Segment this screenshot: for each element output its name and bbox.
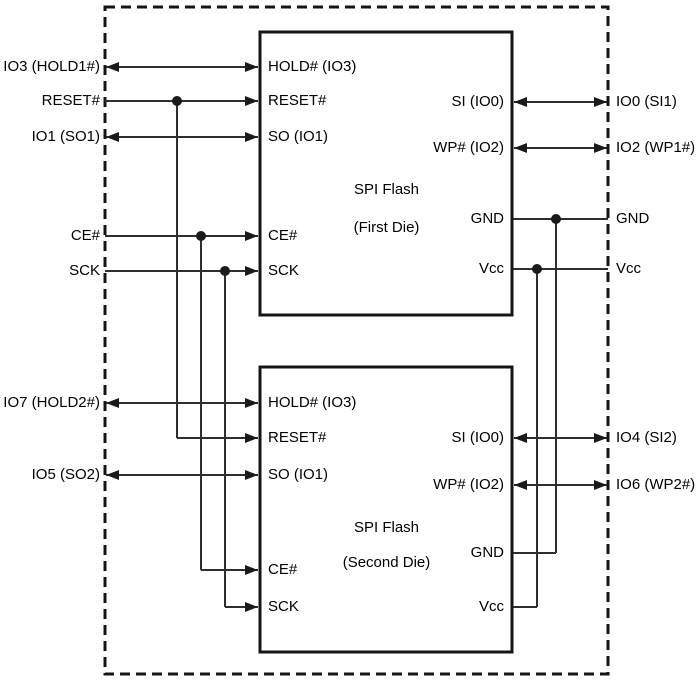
- ext-signal-io7-hold2: IO7 (HOLD2#): [3, 394, 100, 411]
- ext-signal-io5-so2: IO5 (SO2): [31, 466, 100, 483]
- die2-pin-gnd: GND: [470, 544, 504, 561]
- die1-pin-hold: HOLD# (IO3): [268, 58, 357, 75]
- wire-reset: [105, 100, 258, 439]
- die2-pin-vcc: Vcc: [478, 598, 504, 615]
- die1-pin-vcc: Vcc: [478, 260, 504, 277]
- die2-box: [258, 365, 514, 654]
- die1-pin-reset: RESET#: [268, 92, 327, 109]
- ext-signal-vcc: Vcc: [616, 260, 642, 277]
- ext-signal-io3-hold1: IO3 (HOLD1#): [3, 58, 100, 75]
- die1-pin-gnd: GND: [470, 210, 504, 227]
- die2-name: SPI Flash: [353, 519, 420, 536]
- die2-pin-reset: RESET#: [268, 429, 327, 446]
- ext-signal-reset: RESET#: [41, 92, 100, 109]
- die1-pin-so: SO (IO1): [268, 128, 329, 145]
- ext-signal-io0-si1: IO0 (SI1): [616, 93, 677, 110]
- die1-name: SPI Flash: [353, 181, 420, 198]
- ext-signal-sck: SCK: [69, 262, 100, 279]
- die2-pin-wp: WP# (IO2): [433, 476, 504, 493]
- ext-signal-ce: CE#: [70, 227, 100, 244]
- package-boundary-dashed-border: [103, 5, 610, 676]
- die1-subtitle: (First Die): [353, 219, 420, 236]
- ext-signal-io4-si2: IO4 (SI2): [616, 429, 677, 446]
- die2-subtitle: (Second Die): [342, 554, 431, 571]
- ext-signal-gnd: GND: [616, 210, 650, 227]
- die2-pin-si: SI (IO0): [451, 429, 504, 446]
- ext-signal-io6-wp2: IO6 (WP2#): [616, 476, 696, 493]
- ext-signal-io2-wp1: IO2 (WP1#): [616, 139, 696, 156]
- die1-pin-sck: SCK: [268, 262, 299, 279]
- die1-pin-wp: WP# (IO2): [433, 139, 504, 156]
- die1-pin-ce: CE#: [268, 227, 298, 244]
- junction-dots: [172, 96, 561, 276]
- die2-pin-so: SO (IO1): [268, 466, 329, 483]
- ext-signal-io1-so1: IO1 (SO1): [31, 128, 100, 145]
- die2-pin-sck: SCK: [268, 598, 299, 615]
- die2-pin-hold: HOLD# (IO3): [268, 394, 357, 411]
- die1-box: [258, 30, 514, 317]
- die2-pin-ce: CE#: [268, 561, 298, 578]
- die1-pin-si: SI (IO0): [451, 93, 504, 110]
